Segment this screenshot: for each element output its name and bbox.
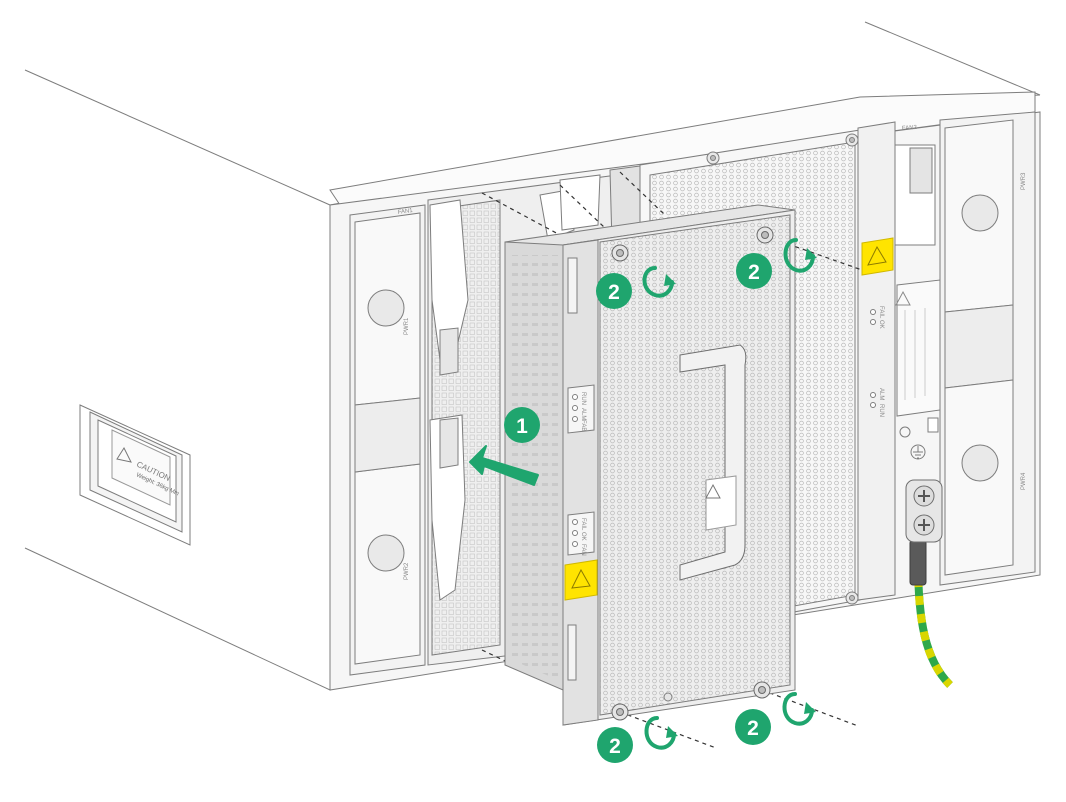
fan2-label: FAN2 <box>902 125 918 132</box>
step-2-bottom-right: 2 <box>735 692 816 745</box>
info-warning-icon <box>895 290 911 306</box>
step-1-annotation: 1 <box>469 407 540 486</box>
fan1-ejector-levers <box>429 174 601 601</box>
installed-alm-led-label: ALM <box>878 388 884 400</box>
psu-slot-3: PWR3 <box>944 119 1027 313</box>
ground-icon <box>910 444 926 460</box>
step-1-number: 1 <box>516 415 528 438</box>
captive-screw-bottom-right[interactable] <box>753 681 771 699</box>
fan-module-led-strip <box>562 239 599 726</box>
fan-led-label: FAN <box>580 544 586 556</box>
chassis-top-back-edge <box>864 21 1041 96</box>
step-2-badge <box>597 727 633 763</box>
fan-module-caution-icon <box>705 483 721 499</box>
installed-ok-led-label: OK <box>878 320 884 329</box>
fan-module-leds: RUN ALM FAB FAIL OK FAN <box>567 384 595 556</box>
installed-fan-screws <box>706 133 859 605</box>
pwr2-label: PWR2 <box>404 562 410 580</box>
rotate-clockwise-icon <box>783 238 815 273</box>
psu1-fan-icon <box>367 289 405 327</box>
ground-terminal <box>905 479 943 543</box>
cable-sleeve <box>909 539 927 586</box>
fan1-label: FAN1 <box>397 208 413 216</box>
step-2-badge <box>596 273 632 309</box>
alm-led-label: ALM <box>580 408 586 420</box>
ok-led-label: OK <box>580 532 586 541</box>
psu3-fan-icon <box>961 194 999 232</box>
captive-screw-top-left[interactable] <box>611 244 629 262</box>
info-label <box>895 279 941 417</box>
step-2-number: 2 <box>748 261 760 284</box>
ground-symbols <box>899 417 939 460</box>
step-2-number: 2 <box>747 717 759 740</box>
fan-module-bottom-pin <box>663 692 673 702</box>
step-2-bottom-left: 2 <box>597 716 678 763</box>
fail-led-label: FAIL <box>580 518 586 531</box>
pwr1-label: PWR1 <box>404 317 410 335</box>
step-2-annotations: 2 2 2 2 <box>596 238 817 763</box>
rotate-clockwise-icon <box>642 266 674 298</box>
fan-module-warning-label <box>564 559 598 601</box>
psu-slot-1: PWR1 <box>354 212 421 406</box>
step-2-number: 2 <box>608 281 620 304</box>
caution-warning-icon <box>116 446 132 463</box>
chassis-side-outline <box>24 69 331 691</box>
fan-module-caution-label <box>705 475 737 531</box>
insert-arrow-icon <box>469 445 539 486</box>
left-psu-column: PWR1 PWR2 <box>349 204 426 676</box>
psu4-fan-icon <box>961 444 999 482</box>
step-2-badge <box>736 253 772 289</box>
installed-run-led-label: RUN <box>878 404 884 417</box>
psu-slot-2: PWR2 <box>354 463 421 665</box>
fan-module-top-slot <box>567 257 578 314</box>
step-2-top-left: 2 <box>596 266 676 309</box>
step-1-badge <box>504 407 540 443</box>
captive-screw-bottom-left[interactable] <box>611 703 629 721</box>
side-handle: CAUTION Weight: 36kg Min <box>79 404 191 546</box>
fab-led-label: FAB <box>580 420 586 431</box>
fan-module-grille <box>599 214 791 716</box>
fan-module-hazard-icon <box>571 568 591 589</box>
step-2-badge <box>735 709 771 745</box>
rotate-clockwise-icon <box>782 692 814 726</box>
grounding-cable <box>905 479 953 688</box>
rotate-clockwise-icon <box>644 716 676 750</box>
pwr3-label: PWR3 <box>1021 172 1027 190</box>
installed-fan-warning-label <box>861 237 894 276</box>
caution-label: CAUTION Weight: 36kg Min <box>111 429 180 506</box>
fan-hazard-icon <box>867 245 887 266</box>
esd-icon <box>899 426 911 438</box>
captive-screw-top-right[interactable] <box>756 226 774 244</box>
fan-module-screws[interactable] <box>611 226 774 721</box>
chassis-top-surface <box>329 91 1036 206</box>
step-2-top-right: 2 <box>736 238 817 289</box>
right-psu-column: PWR3 PWR4 <box>939 111 1036 586</box>
installed-fan-leds: FAIL OK ALM RUN <box>870 306 884 417</box>
psu-slot-4: PWR4 <box>944 379 1027 576</box>
fan-module-id-slot <box>567 624 577 681</box>
psu2-fan-icon <box>367 534 405 572</box>
pwr4-label: PWR4 <box>1021 472 1027 490</box>
ground-label <box>927 417 939 433</box>
run-led-label: RUN <box>580 392 586 405</box>
step-2-number: 2 <box>609 735 621 758</box>
installed-fail-led-label: FAIL <box>878 306 884 319</box>
fan-module[interactable]: RUN ALM FAB FAIL OK FAN <box>504 204 796 726</box>
